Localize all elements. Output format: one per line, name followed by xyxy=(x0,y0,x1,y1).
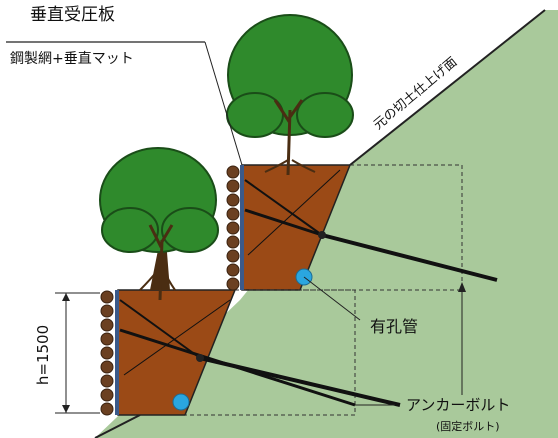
lower-anchor-bolts xyxy=(119,299,401,407)
upper-tree xyxy=(226,14,354,176)
upper-dashed-outline xyxy=(300,164,463,291)
lower-pressure-plate xyxy=(115,290,119,415)
height-label: h=1500 xyxy=(34,325,52,385)
upper-pressure-plate xyxy=(240,165,244,290)
lower-perforated-pipe xyxy=(172,393,190,411)
slope-arrow-head xyxy=(458,282,466,292)
lower-dashed-outline xyxy=(185,289,356,416)
cut-slope-line xyxy=(349,9,546,166)
lower-log-stack xyxy=(100,290,114,416)
pressure-plate-label: 垂直受圧板 xyxy=(30,5,115,25)
pipe-leader-line xyxy=(303,276,361,321)
upper-anchor-bolts xyxy=(123,169,498,376)
height-dimension xyxy=(55,292,100,414)
lower-tree xyxy=(99,147,219,301)
ground-line xyxy=(94,414,141,438)
anchor-label: アンカーボルト xyxy=(406,396,510,414)
anchor-sub-label: (固定ボルト) xyxy=(436,419,500,433)
pipe-label: 有孔管 xyxy=(370,317,418,336)
upper-log-stack xyxy=(226,165,240,291)
mesh-mat-label: 鋼製網+垂直マット xyxy=(10,50,134,67)
plate-leader-line xyxy=(204,41,243,166)
